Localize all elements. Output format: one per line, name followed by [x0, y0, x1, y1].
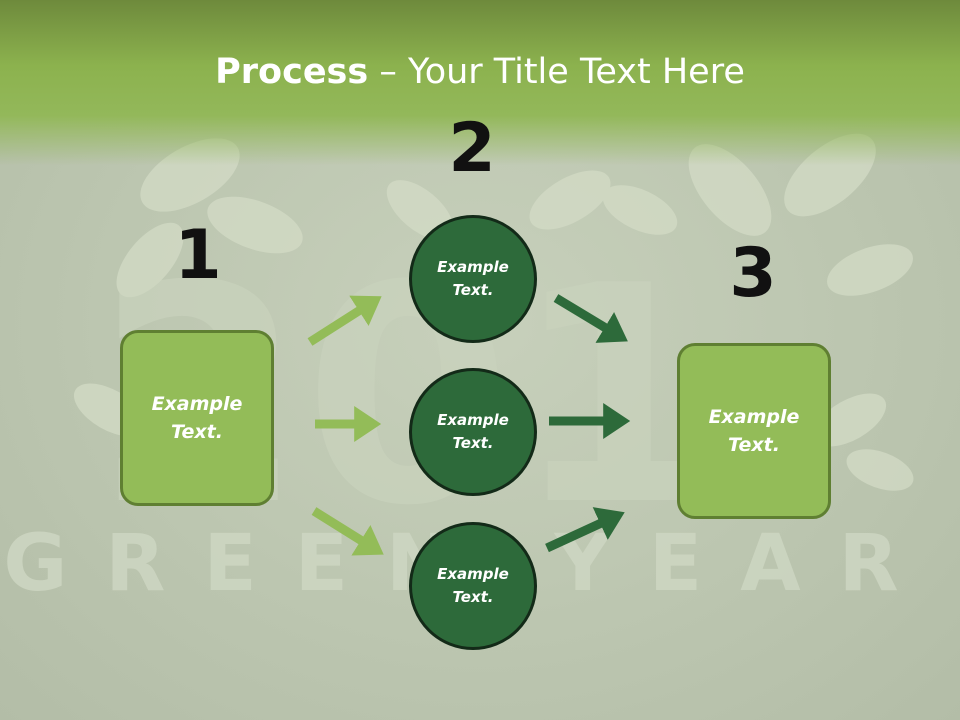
- bottom-circle-text: Example Text.: [437, 564, 509, 606]
- title-bar: [0, 0, 960, 165]
- arrow-from-bottom-circle: [545, 507, 625, 553]
- step-number-2: 2: [448, 109, 496, 188]
- title-bold: Process: [215, 52, 369, 92]
- left-step-box: Example Text.: [120, 330, 274, 506]
- arrow-to-top-circle: [307, 295, 382, 346]
- top-circle-text: Example Text.: [437, 257, 509, 299]
- title-rest: – Your Title Text Here: [368, 52, 745, 92]
- bottom-circle: Example Text.: [409, 522, 537, 650]
- arrow-to-bottom-circle: [311, 507, 384, 556]
- step-number-3: 3: [729, 234, 777, 313]
- middle-circle-text: Example Text.: [437, 410, 509, 452]
- top-circle: Example Text.: [409, 215, 537, 343]
- slide-title: Process – Your Title Text Here: [0, 52, 960, 92]
- left-box-text: Example Text.: [151, 392, 243, 444]
- right-box-text: Example Text.: [708, 405, 800, 457]
- middle-circle: Example Text.: [409, 368, 537, 496]
- right-step-box: Example Text.: [677, 343, 831, 519]
- step-number-1: 1: [174, 216, 222, 295]
- arrow-from-top-circle: [553, 294, 628, 343]
